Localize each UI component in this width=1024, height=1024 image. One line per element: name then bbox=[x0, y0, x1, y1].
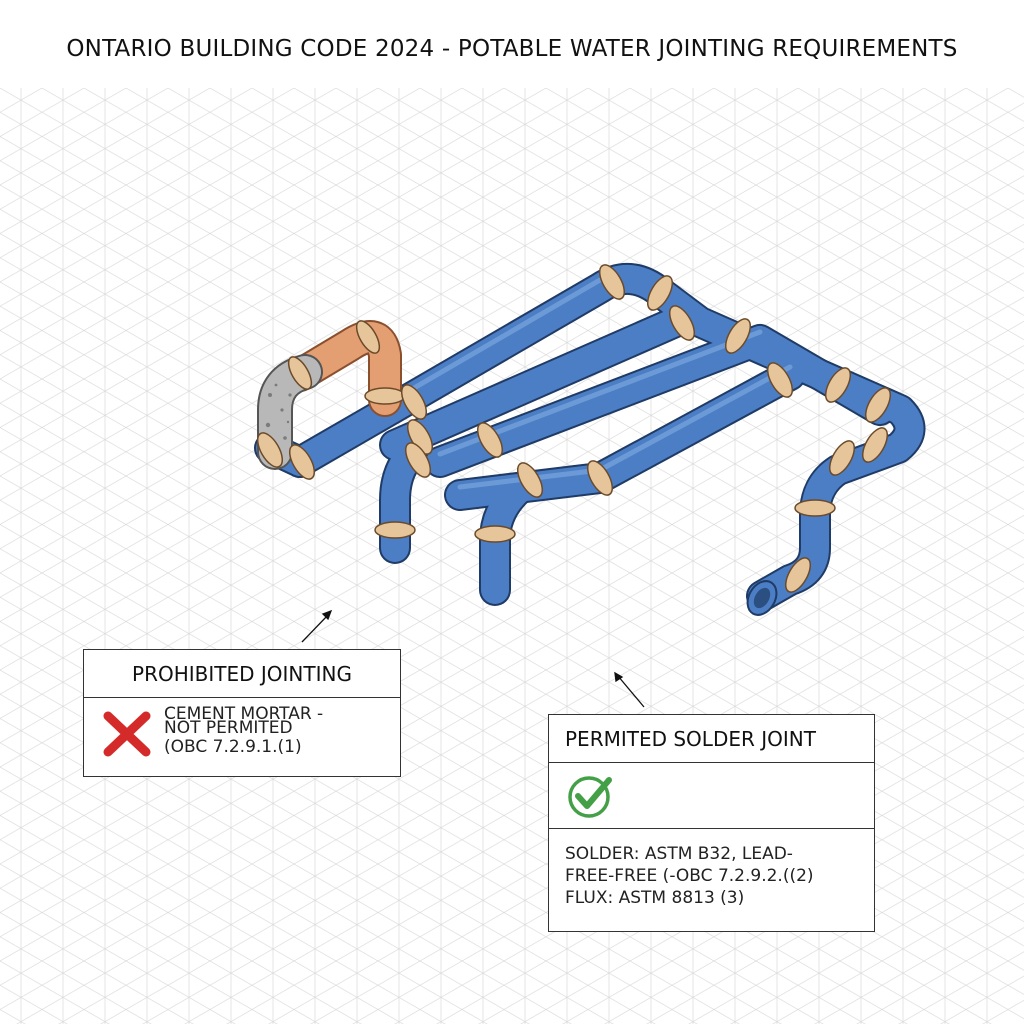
prohibited-header: PROHIBITED JOINTING bbox=[84, 650, 400, 698]
permitted-solder-callout: PERMITED SOLDER JOINT SOLDER: ASTM B32, … bbox=[548, 714, 875, 932]
permitted-line-3: FLUX: ASTM 8813 (3) bbox=[565, 888, 745, 908]
prohibited-line-2: NOT PERMITED bbox=[164, 718, 293, 738]
permitted-header: PERMITED SOLDER JOINT bbox=[549, 715, 874, 763]
diagram-title: ONTARIO BUILDING CODE 2024 - POTABLE WAT… bbox=[66, 36, 958, 62]
prohibited-jointing-callout: PROHIBITED JOINTING CEMENT MORTAR - NOT … bbox=[83, 649, 401, 777]
prohibited-line-1: CEMENT MORTAR - bbox=[164, 704, 324, 724]
prohibited-body: CEMENT MORTAR - NOT PERMITED (OBC 7.2.9.… bbox=[84, 698, 400, 776]
solder-collars bbox=[256, 264, 892, 593]
open-pipe-end bbox=[746, 580, 778, 616]
permitted-text: SOLDER: ASTM B32, LEAD- FREE-FREE (-OBC … bbox=[549, 829, 874, 909]
permitted-icon-row bbox=[549, 763, 874, 829]
permitted-line-2: FREE-FREE (-OBC 7.2.9.2.((2) bbox=[565, 866, 814, 886]
leader-arrows bbox=[301, 609, 645, 708]
prohibited-line-3: (OBC 7.2.9.1.(1) bbox=[164, 737, 302, 757]
x-mark-icon bbox=[103, 711, 151, 757]
check-mark-icon bbox=[568, 776, 612, 818]
permitted-line-1: SOLDER: ASTM B32, LEAD- bbox=[565, 844, 793, 864]
